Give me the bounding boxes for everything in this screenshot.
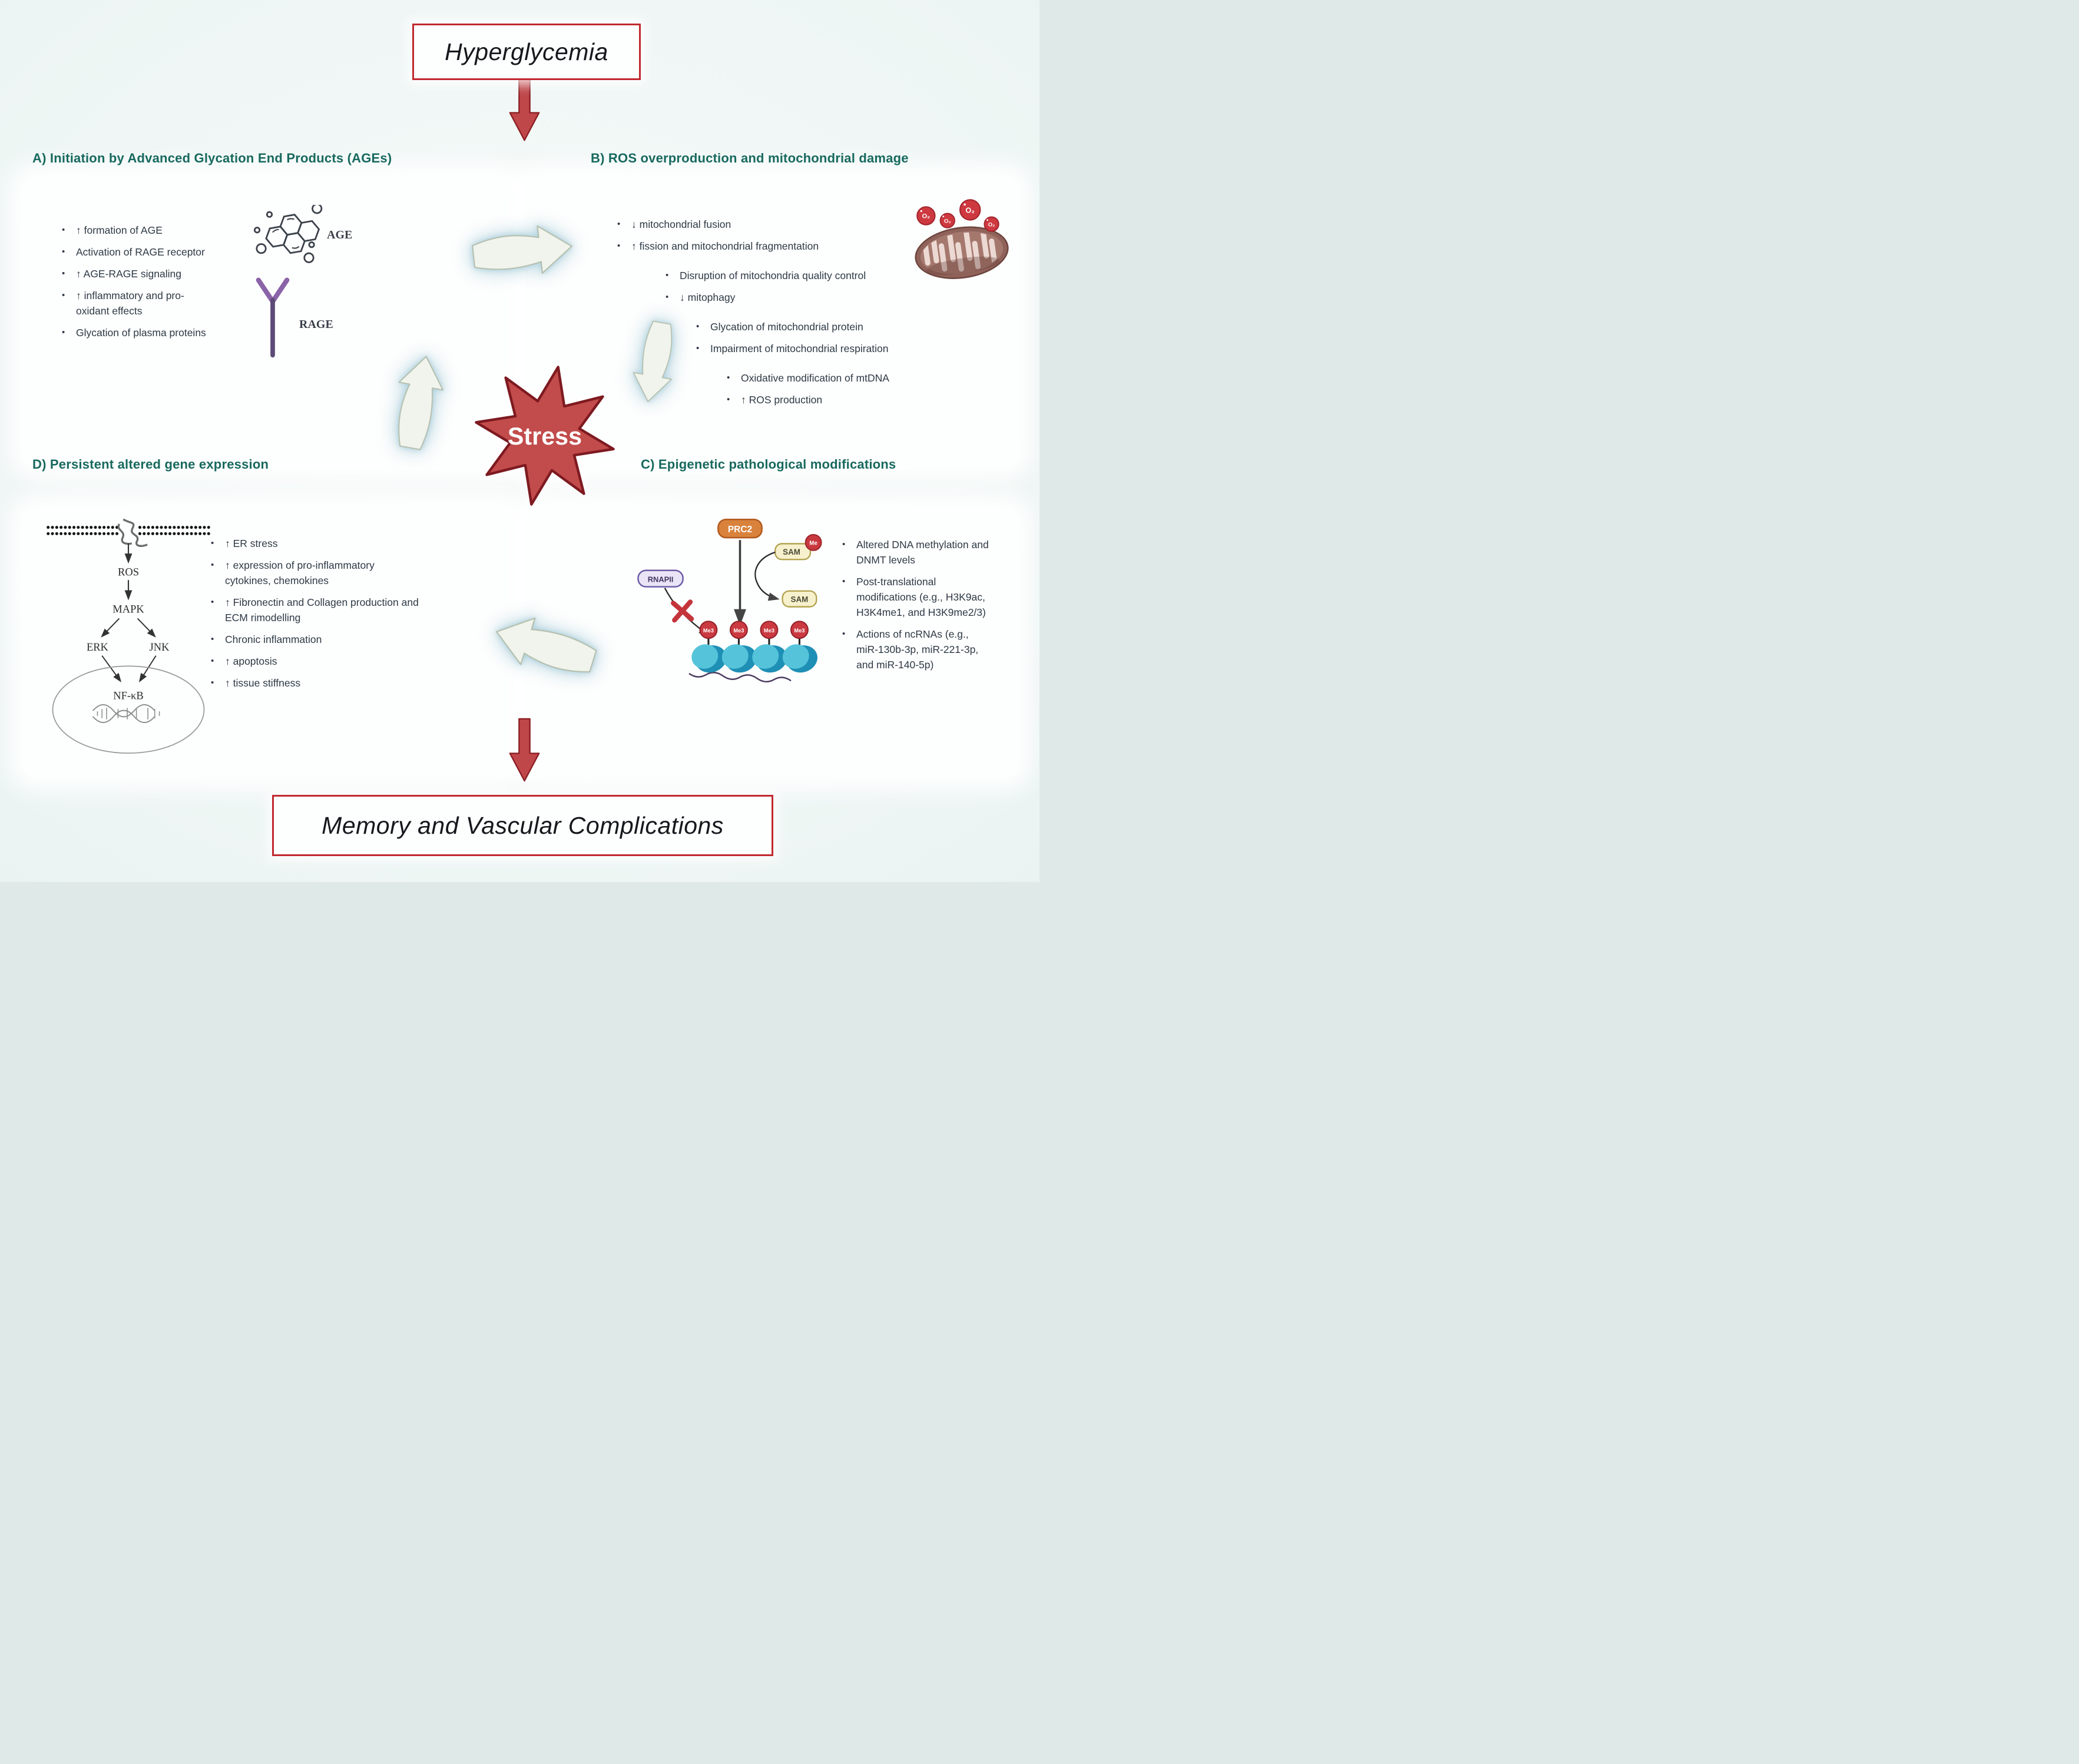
list-item: •↑ apoptosis: [211, 655, 277, 667]
pathway-mapk-label: MAPK: [112, 604, 144, 615]
panel-b-card: [525, 177, 1019, 466]
rnapii-label: RNAPII: [648, 575, 674, 583]
list-item: •↓ mitochondrial fusion: [617, 218, 731, 230]
panel-d-card: [22, 508, 514, 777]
list-item: •↑ fission and mitochondrial fragmentati…: [617, 240, 819, 252]
sam-box: [782, 590, 817, 608]
pathway-ros-label: ROS: [118, 566, 139, 578]
list-item: •↑ tissue stiffness: [211, 677, 301, 689]
prc2-box: [717, 518, 763, 539]
cycle-arrow-b-to-c: [633, 320, 673, 402]
sam-me-box: [774, 543, 812, 561]
receptor-squiggle-icon: [117, 518, 148, 547]
prc2-label: PRC2: [728, 525, 752, 535]
sam-top-label: SAM: [783, 548, 800, 556]
list-item: •Disruption of mitochondria quality cont…: [666, 270, 866, 281]
me3-label: Me3: [733, 628, 744, 634]
me3-label: Me3: [764, 628, 774, 634]
list-item: •↑ inflammatory and pro-oxidant effects: [62, 290, 184, 317]
list-item: •Actions of ncRNAs (e.g., miR-130b-3p, m…: [842, 628, 979, 671]
rnapii-box: [637, 569, 684, 588]
cell-membrane-icon: [47, 518, 210, 547]
top-down-arrow: [509, 77, 540, 141]
pathway-nfkb-label: NF-κB: [113, 690, 143, 702]
me3-label: Me3: [794, 628, 805, 634]
nucleus-outline: [52, 665, 205, 754]
list-item: •↑ formation of AGE: [62, 224, 163, 236]
panel-c-card: [525, 508, 1019, 777]
nucleosome-icon: Me3: [691, 621, 727, 673]
panel-a-card: [22, 177, 514, 466]
nucleosome-icon: Me3: [721, 621, 757, 673]
dna-strand: [688, 672, 792, 683]
nucleosome-array: Me3 Me3 Me3 Me3: [688, 621, 817, 683]
list-item: •↑ ER stress: [211, 538, 278, 549]
panel-c-bullet-list: •Altered DNA methylation and DNMT levels…: [842, 537, 1013, 672]
list-item: •↓ mitophagy: [666, 291, 736, 303]
cycle-arrow-c-to-d: [496, 617, 597, 673]
panel-d-heading: D) Persistent altered gene expression: [32, 457, 269, 472]
superoxide-label: O₂: [922, 213, 931, 220]
list-item: •Chronic inflammation: [211, 634, 322, 645]
panel-c-heading: C) Epigenetic pathological modifications: [641, 457, 896, 472]
age-label: AGE: [327, 228, 353, 241]
blocked-x-icon: [671, 599, 694, 623]
epigenetic-modification-diagram: PRC2 SAM Me SAM RNAPII Me3: [637, 518, 822, 683]
dna-icon: [92, 704, 160, 724]
list-item: •Activation of RAGE receptor: [62, 246, 205, 258]
list-item: •Post-translational modifications (e.g.,…: [842, 576, 986, 618]
nucleosome-icon: Me3: [782, 621, 817, 673]
list-item: •Altered DNA methylation and DNMT levels: [842, 539, 989, 566]
mitochondrion-icon: O₂ O₂ O₂ O₂: [915, 199, 1009, 279]
hyperglycemia-title: Hyperglycemia: [445, 38, 608, 65]
ros-mapk-pathway-diagram: ROS MAPK ERK JNK NF-κB: [47, 518, 210, 754]
cycle-arrow-a-to-b: [472, 225, 572, 274]
list-item: •↑ expression of pro-inflammatory cytoki…: [211, 559, 375, 586]
stress-label: Stress: [508, 423, 582, 450]
stress-star: Stress: [471, 362, 618, 509]
list-item: •↑ ROS production: [727, 394, 823, 406]
superoxide-label: O₂: [944, 218, 951, 225]
superoxide-label: O₂: [988, 222, 995, 228]
panel-d-bullet-list: •↑ ER stress •↑ expression of pro-inflam…: [211, 536, 446, 691]
me3-label: Me3: [703, 628, 714, 634]
superoxide-label: O₂: [965, 206, 974, 214]
hyperglycemia-box: Hyperglycemia: [412, 24, 641, 80]
superoxide-badges: O₂ O₂ O₂ O₂: [916, 199, 999, 232]
nucleosome-icon: Me3: [752, 621, 787, 673]
rage-label: RAGE: [299, 318, 333, 331]
bottom-down-arrow: [509, 718, 540, 782]
cycle-arrow-d-to-a: [398, 356, 444, 450]
panel-b-bullet-list: •↓ mitochondrial fusion •↑ fission and m…: [617, 217, 994, 407]
panel-b-heading: B) ROS overproduction and mitochondrial …: [591, 151, 909, 165]
me-label: Me: [809, 541, 817, 547]
list-item: •↑ Fibronectin and Collagen production a…: [211, 596, 419, 624]
list-item: •Glycation of mitochondrial protein: [696, 321, 863, 333]
pathway-jnk-label: JNK: [150, 641, 170, 653]
rage-receptor-icon: [256, 277, 290, 358]
memory-vascular-complications-title: Memory and Vascular Complications: [322, 811, 724, 839]
panel-a-bullet-list: •↑ formation of AGE •Activation of RAGE …: [62, 223, 239, 340]
list-item: •Oxidative modification of mtDNA: [727, 372, 889, 384]
sam-bottom-label: SAM: [791, 595, 809, 604]
memory-vascular-complications-box: Memory and Vascular Complications: [272, 795, 773, 856]
figure-canvas: Hyperglycemia A) Initiation by Advanced …: [0, 0, 1040, 882]
panel-a-heading: A) Initiation by Advanced Glycation End …: [32, 151, 392, 165]
list-item: •↑ AGE-RAGE signaling: [62, 268, 181, 280]
me-badge: [805, 533, 822, 551]
list-item: •Impairment of mitochondrial respiration: [696, 343, 889, 354]
pathway-erk-label: ERK: [87, 641, 109, 653]
age-molecule-icon: [253, 205, 323, 263]
list-item: •Glycation of plasma proteins: [62, 327, 206, 339]
